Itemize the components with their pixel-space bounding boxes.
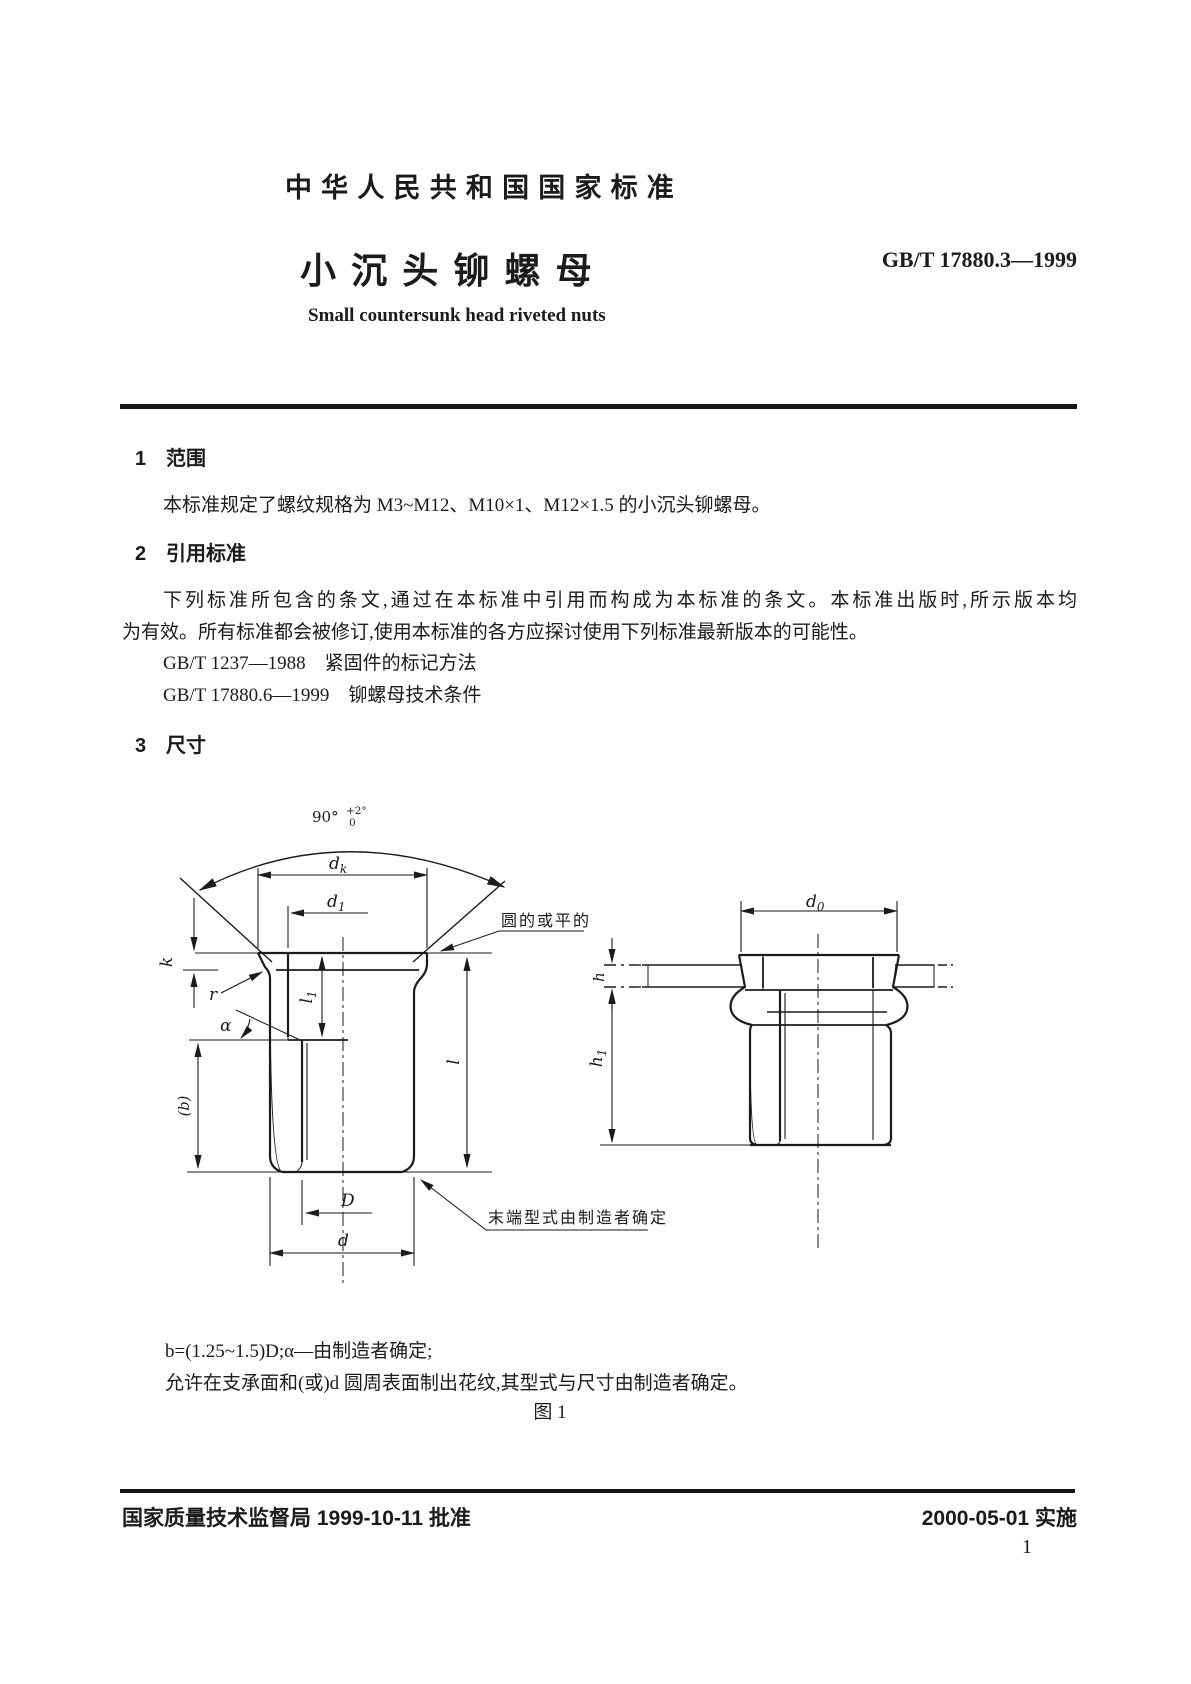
callout-head-edge-text: 圆的或平的 bbox=[501, 912, 591, 930]
section-2-paragraph-line2: 为有效。所有标准都会被修订,使用本标准的各方应探讨使用下列标准最新版本的可能性。 bbox=[122, 622, 868, 643]
callout-end-form-text: 末端型式由制造者确定 bbox=[488, 1209, 668, 1227]
dim-label-l: l bbox=[444, 1059, 464, 1064]
dim-label-r: r bbox=[209, 985, 218, 1005]
page-number: 1 bbox=[1022, 1536, 1032, 1558]
section-3-number: 3 bbox=[135, 735, 147, 757]
angle-tolerance-upper: +2° bbox=[346, 805, 367, 817]
dimension-dk bbox=[256, 868, 429, 948]
dimension-alpha bbox=[235, 1009, 301, 1041]
footer-implementation: 2000-05-01 实施 bbox=[921, 1507, 1077, 1530]
section-3-title: 尺寸 bbox=[166, 735, 206, 757]
section-1-body: 本标准规定了螺纹规格为 M3~M12、M10×1、M12×1.5 的小沉头铆螺母… bbox=[163, 495, 771, 516]
section-3-heading: 3 尺寸 bbox=[135, 729, 206, 758]
dim-label-alpha: α bbox=[220, 1016, 232, 1036]
dimension-d bbox=[268, 1177, 416, 1266]
figure-note-1: b=(1.25~1.5)D;α—由制造者确定; bbox=[165, 1341, 433, 1362]
section-2-number: 2 bbox=[135, 543, 147, 565]
section-2-title: 引用标准 bbox=[166, 543, 246, 565]
section-hatch-left-view bbox=[257, 952, 303, 1173]
dim-label-l1: l1 bbox=[297, 990, 319, 1003]
dim-label-k: k bbox=[157, 957, 177, 967]
document-title-en: Small countersunk head riveted nuts bbox=[308, 305, 606, 326]
dim-label-d: d bbox=[338, 1231, 349, 1251]
section-1-number: 1 bbox=[135, 448, 147, 470]
dim-label-dk: dk bbox=[329, 854, 347, 876]
dim-label-d1: d1 bbox=[327, 892, 346, 914]
callout-head-edge: 圆的或平的 bbox=[439, 912, 591, 952]
plate-hatch-left bbox=[647, 964, 746, 988]
right-view-dimensions bbox=[608, 901, 899, 1144]
section-2-heading: 2 引用标准 bbox=[135, 537, 246, 566]
left-view-nut-section bbox=[179, 851, 506, 1283]
dimension-d0 bbox=[739, 901, 899, 952]
footer-approval: 国家质量技术监督局 1999-10-11 批准 bbox=[122, 1507, 471, 1530]
dim-label-D: D bbox=[340, 1191, 355, 1211]
right-view-installed-nut bbox=[600, 934, 956, 1250]
dimension-d1 bbox=[287, 906, 368, 948]
section-1-heading: 1 范围 bbox=[135, 442, 206, 471]
section-1-title: 范围 bbox=[166, 448, 206, 470]
figure-caption: 图 1 bbox=[533, 1402, 567, 1423]
plate-hatch-right bbox=[892, 964, 935, 988]
leader-r bbox=[220, 971, 264, 994]
callout-end-form: 末端型式由制造者确定 bbox=[420, 1179, 668, 1231]
dim-label-d0: d0 bbox=[806, 892, 825, 914]
figure-1-drawing: 90° +2° 0 dk d1 k r α l1 (b) l D d 圆的或平的… bbox=[157, 805, 956, 1283]
dim-label-h1: h1 bbox=[587, 1049, 609, 1068]
dimension-D bbox=[301, 1180, 372, 1225]
reference-gbt-1237: GB/T 1237—1988 紧固件的标记方法 bbox=[163, 653, 477, 674]
section-hatch-right-view bbox=[730, 954, 781, 1146]
header-rule bbox=[120, 404, 1077, 409]
reference-gbt-17880-6: GB/T 17880.6—1999 铆螺母技术条件 bbox=[163, 685, 482, 706]
angle-tolerance-lower: 0 bbox=[349, 817, 356, 829]
document-title-cn: 小沉头铆螺母 bbox=[300, 250, 607, 291]
dim-label-h: h bbox=[590, 972, 608, 982]
header-national-standard: 中华人民共和国国家标准 bbox=[285, 173, 683, 203]
left-view-dimensions bbox=[190, 868, 471, 1266]
section-2-paragraph-line1: 下列标准所包含的条文,通过在本标准中引用而构成为本标准的条文。本标准出版时,所示… bbox=[163, 590, 1077, 611]
standard-code: GB/T 17880.3—1999 bbox=[881, 247, 1077, 272]
footer-rule bbox=[120, 1489, 1075, 1493]
angle-90-label: 90° bbox=[312, 808, 339, 826]
dim-label-b: (b) bbox=[177, 1096, 193, 1117]
figure-note-2: 允许在支承面和(或)d 圆周表面制出花纹,其型式与尺寸由制造者确定。 bbox=[165, 1373, 748, 1394]
